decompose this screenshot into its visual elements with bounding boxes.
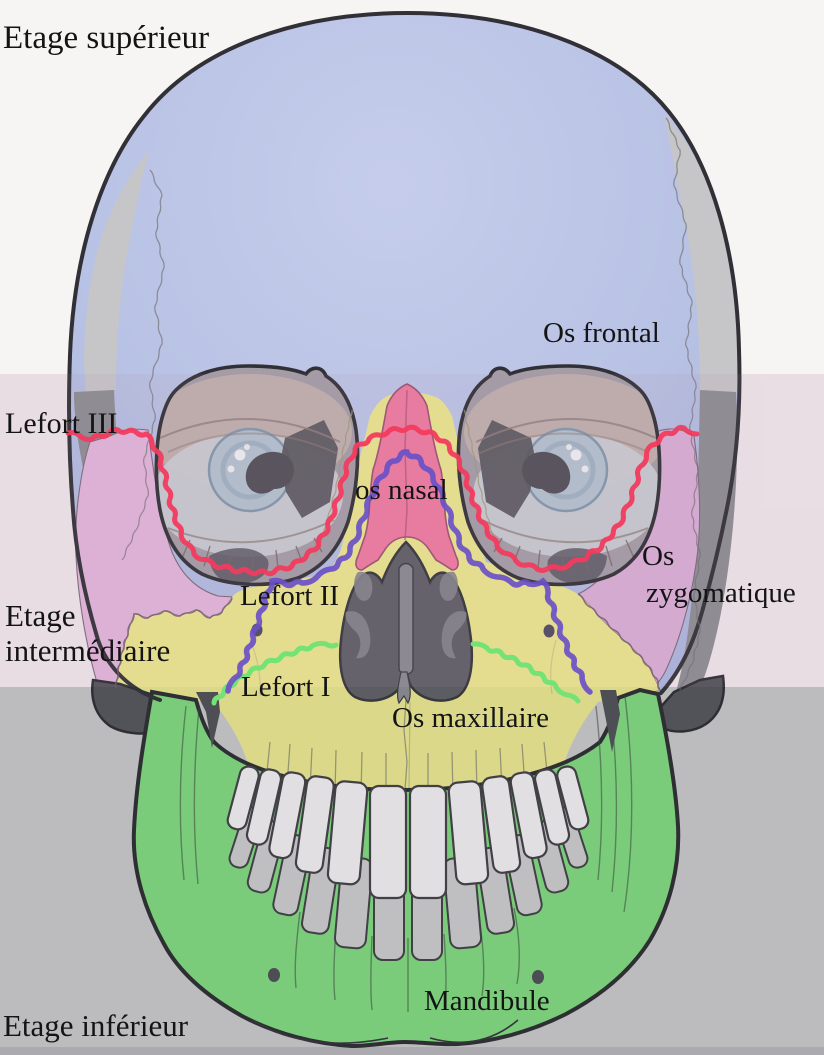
label-etage-intermediaire-line1: Etage <box>5 598 76 633</box>
band-bottom-edge <box>0 1047 824 1055</box>
turbinate-right-lower <box>441 611 467 659</box>
label-os-zygomatique-line2: zygomatique <box>646 577 796 609</box>
parietal-strip-right <box>664 114 740 392</box>
tooth <box>294 775 335 874</box>
tooth <box>481 775 522 874</box>
temporal-fossa-right <box>676 390 738 692</box>
infraorbital-foramen-right <box>543 624 555 638</box>
skull-outline <box>67 10 742 702</box>
orbit-rim-left <box>154 364 360 587</box>
internasal-suture <box>404 389 408 541</box>
frontal-process-suture-right <box>463 409 502 557</box>
label-etage-intermediaire: Etage intermédiaire <box>5 598 170 668</box>
tint-inferieur <box>0 687 824 1055</box>
label-lefort-ii: Lefort II <box>240 580 340 612</box>
tooth <box>226 765 260 831</box>
upper-teeth-row <box>226 765 590 900</box>
zygomatic-bone-left <box>75 428 233 689</box>
label-lefort-iii: Lefort III <box>5 407 118 440</box>
zygomaticomaxillary-suture-right <box>577 593 661 691</box>
label-lefort-i: Lefort I <box>241 671 331 703</box>
lefort-iii-line <box>65 424 700 577</box>
label-os-frontal: Os frontal <box>543 317 660 349</box>
mental-foramen-left <box>268 968 280 982</box>
parietal-strip-left <box>84 150 150 392</box>
orbital-fissure-dark <box>280 420 338 518</box>
tooth <box>268 771 307 860</box>
label-etage-inferieur: Etage inférieur <box>3 1008 189 1043</box>
label-os-maxillaire: Os maxillaire <box>392 702 550 734</box>
zygomaticomaxillary-suture-left <box>114 597 233 689</box>
orbit-rim-right <box>456 364 662 587</box>
pupil-shadow <box>245 451 294 494</box>
eye-left <box>156 374 352 585</box>
pterygoid-spike-right <box>600 690 620 752</box>
coronal-suture-left <box>121 169 165 561</box>
tooth <box>447 780 490 886</box>
turbinate-right-upper <box>439 571 458 601</box>
mental-foramen-right <box>532 970 544 984</box>
tooth <box>533 768 571 846</box>
nasal-aperture <box>338 540 474 705</box>
label-os-zygomatique: Os zygomatique <box>642 538 796 612</box>
label-os-zygomatique-line1: Os <box>642 540 675 572</box>
turbinate-left-lower <box>345 611 371 659</box>
chin-lines <box>251 1019 519 1044</box>
label-etage-superieur: Etage supérieur <box>3 20 210 56</box>
anterior-nasal-spine <box>396 671 411 705</box>
tooth <box>245 768 283 846</box>
label-mandibule: Mandibule <box>424 985 550 1017</box>
pterygoid-spike-left <box>196 692 220 748</box>
tooth <box>556 765 590 831</box>
nasal-bone <box>355 383 459 571</box>
label-os-nasal: os nasal <box>355 474 448 506</box>
turbinate-left-upper <box>354 571 373 601</box>
tooth <box>326 780 369 886</box>
coronal-suture-right <box>665 117 701 691</box>
tooth <box>509 771 548 860</box>
lefort-i-line-right <box>470 641 581 704</box>
lefort-ii-line <box>225 449 593 695</box>
tooth <box>368 784 408 900</box>
label-etage-intermediaire-line2: intermédiaire <box>5 633 171 668</box>
tooth <box>408 784 448 900</box>
